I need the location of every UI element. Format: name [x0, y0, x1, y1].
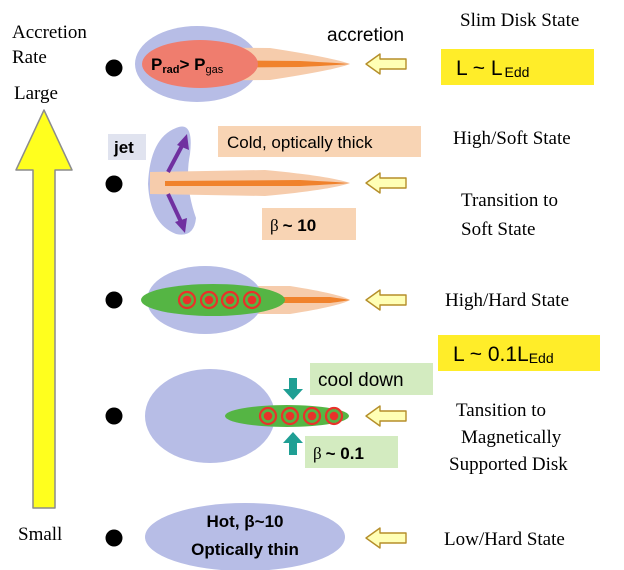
accretion-label: accretion [327, 25, 404, 46]
state-dot [105, 529, 123, 547]
state-label-high-soft: High/Soft State [453, 128, 571, 149]
state-label-transition-line1: Transition to [461, 190, 558, 211]
beta10-text: β~ 10 [270, 216, 316, 235]
state-label-high-hard: High/Hard State [445, 290, 569, 311]
l-edd-box [441, 49, 594, 85]
l-01-text: L ~ 0.1LEdd [453, 343, 554, 366]
inner-disk [165, 180, 350, 186]
state-label-transition-line2: Soft State [461, 219, 535, 240]
compress-up-arrow [283, 432, 303, 455]
jet-label-box [108, 134, 146, 160]
state-dot [105, 59, 123, 77]
axis-large-label: Large [14, 83, 58, 104]
magnetic-loops [258, 406, 344, 426]
pressure-relation: Prad> Pgas [151, 55, 224, 76]
radiation-core [142, 40, 258, 88]
halo [145, 369, 275, 463]
inflow-arrow-icon [365, 289, 407, 311]
cool-down-text: cool down [318, 370, 404, 391]
state-label-msd-line2: Magnetically [461, 427, 562, 448]
magnetic-figure [145, 369, 349, 463]
beta01-box [305, 436, 398, 468]
l-01-box [438, 335, 600, 371]
inflow-arrow-icon [365, 405, 407, 427]
cold-box-text: Cold, optically thick [227, 133, 373, 152]
beta10-box [262, 208, 356, 240]
cool-down-box [310, 363, 433, 395]
state-label-slim: Slim Disk State [460, 10, 579, 31]
high-soft-figure [148, 126, 350, 235]
axis-title-line1: Accretion [12, 22, 87, 43]
state-dot [105, 291, 123, 309]
state-dot [105, 175, 123, 193]
state-dot [105, 407, 123, 425]
jet-up-head [177, 134, 189, 150]
inflow-arrow-icon [365, 53, 407, 75]
cold-box [218, 126, 421, 157]
state-label-msd-line1: Tansition to [456, 400, 546, 421]
high-hard-figure [141, 266, 350, 334]
accretion-rate-arrow [15, 109, 73, 509]
axis-title-line2: Rate [12, 47, 47, 68]
compress-down-arrow [283, 378, 303, 400]
hot-flow [145, 503, 345, 570]
inflow-arrow-icon [365, 172, 407, 194]
jet-down-head [175, 218, 187, 233]
state-label-msd-line3: Supported Disk [449, 454, 568, 475]
magnetic-loops [177, 290, 262, 310]
slim-disk-figure: Prad> Pgas [135, 26, 350, 102]
jet-up [166, 141, 186, 173]
hot-flow-line1: Hot, β~10 [207, 512, 284, 531]
hot-flow-line2: Optically thin [191, 540, 299, 559]
axis-small-label: Small [18, 524, 62, 545]
beta01-text: β~ 0.1 [313, 444, 364, 463]
inflow-arrow-icon [365, 527, 407, 549]
jet-down [166, 193, 184, 225]
jet-label: jet [113, 138, 134, 157]
state-label-low-hard: Low/Hard State [444, 529, 565, 550]
